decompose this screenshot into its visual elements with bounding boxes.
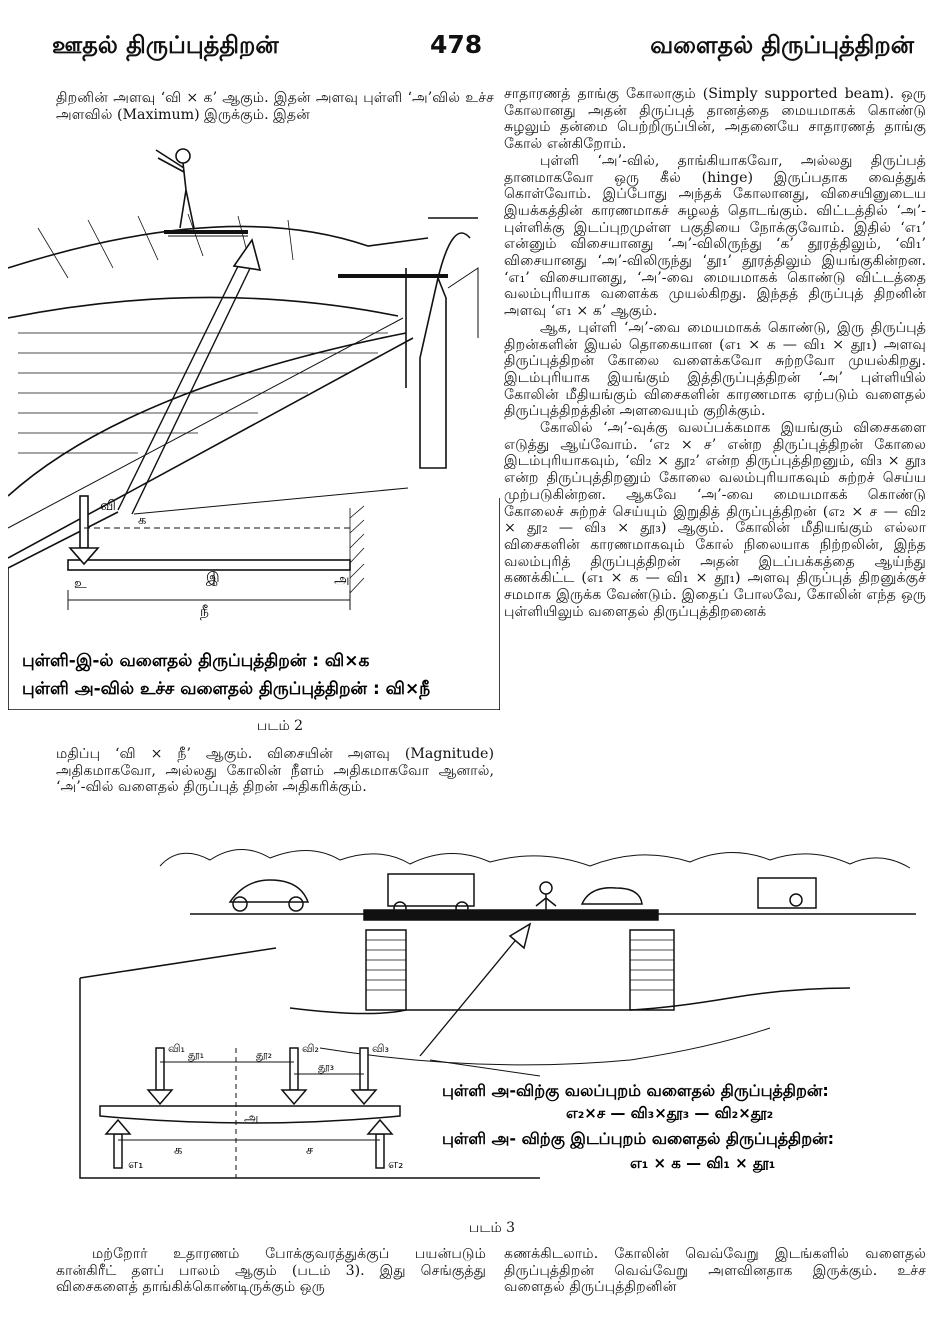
- fig3-label-vi1: வி₁: [168, 1042, 185, 1055]
- bottom-right-column: கணக்கிடலாம். கோலின் வெவ்வேறு இடங்களில் வ…: [504, 1246, 926, 1296]
- right-column: சாதாரணத் தாங்கு கோலாகும் (Simply support…: [504, 86, 926, 621]
- running-head-left: ஊதல் திருப்புத்திறன்: [52, 30, 279, 59]
- paragraph: ஆக, புள்ளி ‘அ’-வை மையமாகக் கொண்டு, இரு த…: [504, 319, 926, 420]
- fig2-label-ka: க: [138, 513, 146, 528]
- paragraph: புள்ளி ‘அ’-வில், தாங்கியாகவோ, அல்லது திர…: [504, 152, 926, 320]
- fig3-label-e2: எ₂: [388, 1157, 403, 1172]
- page-number: 478: [430, 30, 483, 59]
- figure-2-diving-board: வி க உ இ அ நீ புள்ளி-இ-ல் வளைதல் திருப்ப…: [8, 148, 500, 710]
- fig3-label-vi3: வி₃: [372, 1042, 389, 1055]
- fig3-label-e1: எ₁: [128, 1157, 143, 1172]
- figure-3-bridge: வி₁ தூ₁ தூ₂ வி₂ தூ₃ வி₃ அ க ச எ₁ எ₂ புள்…: [79, 849, 916, 1179]
- left-column-bottom: மதிப்பு ‘வி × நீ’ ஆகும். விசையின் அளவு (…: [56, 746, 494, 796]
- fig3-formula-left-title: புள்ளி அ- விற்கு இடப்புறம் வளைதல் திருப்…: [442, 1129, 834, 1150]
- fig3-label-thu3: தூ₃: [318, 1060, 334, 1073]
- left-column-top: திறனின் அளவு ‘வி × க’ ஆகும். இதன் அளவு ப…: [56, 90, 494, 123]
- paragraph: கணக்கிடலாம். கோலின் வெவ்வேறு இடங்களில் வ…: [504, 1246, 926, 1296]
- fig3-formula-right-expr: எ₂×ச — வி₃×தூ₃ — வி₂×தூ₂: [566, 1104, 773, 1123]
- figure-3-caption: படம் 3: [468, 1220, 516, 1236]
- fig2-formula-1: புள்ளி-இ-ல் வளைதல் திருப்புத்திறன் : வி×…: [22, 651, 370, 671]
- running-head-right: வளைதல் திருப்புத்திறன்: [650, 30, 914, 59]
- fig3-label-ka: க: [174, 1143, 182, 1158]
- paragraph: மதிப்பு ‘வி × நீ’ ஆகும். விசையின் அளவு (…: [56, 746, 494, 796]
- fig2-label-ni: நீ: [200, 604, 209, 620]
- fig3-formula-left-expr: எ₁ × க — வி₁ × தூ₁: [630, 1154, 775, 1173]
- paragraph: கோலில் ‘அ’-வுக்கு வலப்பக்கமாக இயங்கும் வ…: [504, 420, 926, 620]
- paragraph: சாதாரணத் தாங்கு கோலாகும் (Simply support…: [504, 86, 926, 153]
- fig3-label-thu2: தூ₂: [256, 1048, 272, 1061]
- fig3-label-vi2: வி₂: [302, 1042, 319, 1055]
- fig3-label-sa: ச: [306, 1143, 313, 1158]
- paragraph: மற்றோர் உதாரணம் போக்குவரத்துக்குப் பயன்ப…: [56, 1246, 486, 1296]
- fig3-label-a: அ: [244, 1111, 258, 1126]
- fig2-formula-2: புள்ளி அ-வில் உச்ச வளைதல் திருப்புத்திறன…: [22, 679, 430, 699]
- fig2-label-vi: வி: [100, 498, 116, 514]
- figure-2-caption: படம் 2: [256, 718, 304, 734]
- fig2-label-i: இ: [206, 570, 220, 586]
- fig3-formula-right-title: புள்ளி அ-விற்கு வலப்புறம் வளைதல் திருப்ப…: [442, 1081, 829, 1102]
- fig2-label-a: அ: [334, 572, 350, 588]
- fig2-label-u: உ: [74, 576, 87, 592]
- fig3-label-thu1: தூ₁: [188, 1048, 204, 1061]
- bottom-left-column: மற்றோர் உதாரணம் போக்குவரத்துக்குப் பயன்ப…: [56, 1246, 486, 1296]
- paragraph: திறனின் அளவு ‘வி × க’ ஆகும். இதன் அளவு ப…: [56, 90, 494, 123]
